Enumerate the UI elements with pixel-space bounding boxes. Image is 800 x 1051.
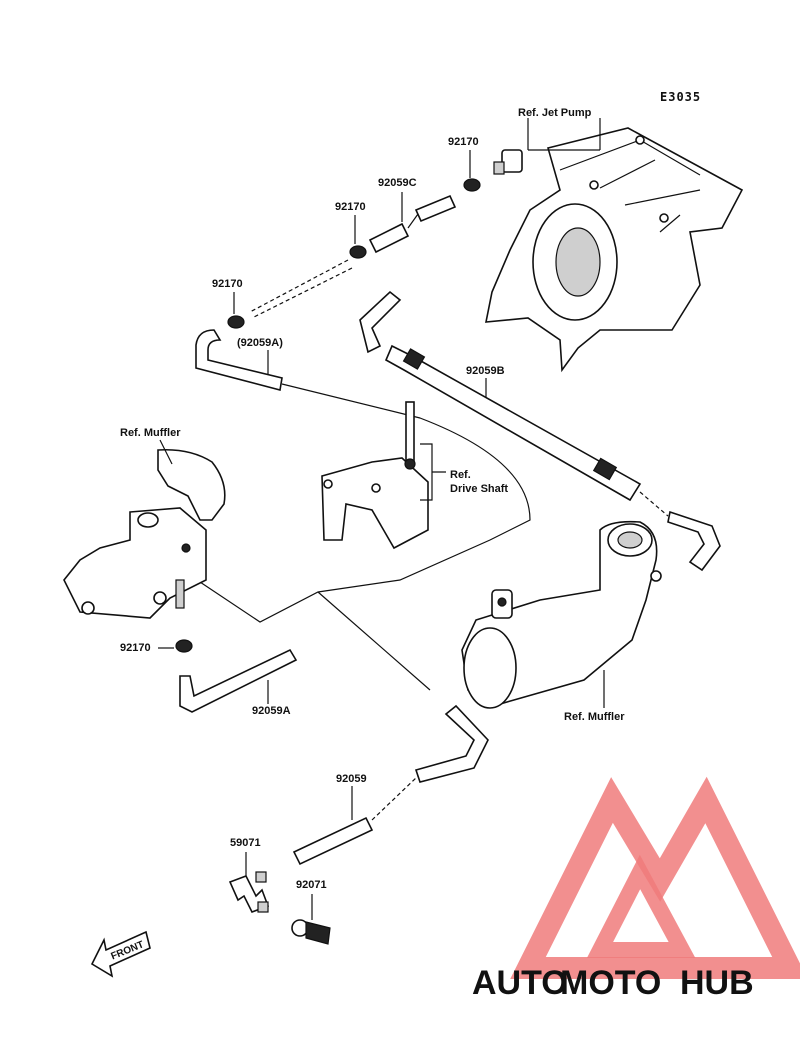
label-ref-muffler-left: Ref. Muffler: [120, 427, 181, 439]
label-cap-92071: 92071: [296, 879, 327, 891]
label-hose-92059A: 92059A: [252, 705, 291, 717]
cap-92071: [291, 919, 331, 945]
watermark-wordmark: AUTO MOTO HUB: [472, 964, 754, 1002]
label-clamp-92170-top: 92170: [448, 136, 479, 148]
label-clamp-92170-bottom: 92170: [120, 642, 151, 654]
hose-92059A-upper: [195, 329, 283, 391]
label-hose-92059A-paren: (92059A): [237, 337, 283, 349]
watermark-triangle-inner: [586, 854, 696, 958]
pump-fitting: [493, 149, 523, 175]
label-hose-92059B: 92059B: [466, 365, 505, 377]
label-hose-92059C: 92059C: [378, 177, 417, 189]
label-clamp-92170-left: 92170: [212, 278, 243, 290]
jet-pump: [485, 127, 744, 373]
fitting-59071: [228, 871, 270, 914]
watermark-text-auto: AUTO: [472, 964, 568, 1002]
label-ref-muffler-right: Ref. Muffler: [564, 711, 625, 723]
hose-92059B: [359, 290, 721, 572]
label-fitting-59071: 59071: [230, 837, 261, 849]
diagram-code: E3035: [660, 90, 701, 104]
watermark-text-hub: HUB: [680, 964, 754, 1002]
hose-92059A-lower: [179, 648, 298, 713]
label-clamp-92170-mid: 92170: [335, 201, 366, 213]
drive-shaft-housing: [321, 401, 429, 550]
watermark-triangle-outer: [510, 776, 800, 979]
watermark-text-moto: MOTO: [560, 964, 661, 1002]
hose-92059: [292, 704, 489, 866]
label-hose-92059: 92059: [336, 773, 367, 785]
muffler-left: [63, 448, 226, 619]
label-ref-drive-shaft-1: Ref.: [450, 469, 471, 481]
label-ref-jet-pump: Ref. Jet Pump: [518, 107, 592, 119]
muffler-right: [461, 520, 662, 709]
watermark-logo: [510, 776, 800, 979]
label-ref-drive-shaft-2: Drive Shaft: [450, 483, 508, 495]
front-arrow-icon: FRONT: [90, 930, 151, 978]
hose-92059C: [368, 194, 457, 254]
